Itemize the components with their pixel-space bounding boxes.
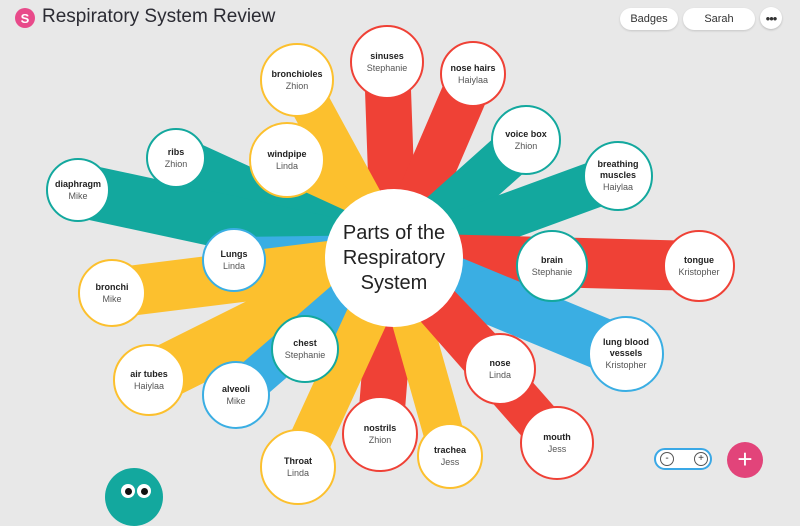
idea-author: Mike xyxy=(226,395,246,406)
idea-author: Haiylaa xyxy=(133,380,164,391)
badges-button[interactable]: Badges xyxy=(620,8,678,30)
idea-title: bronchioles xyxy=(271,68,323,79)
user-menu-button[interactable]: Sarah xyxy=(683,8,755,30)
mascot-left-eye xyxy=(121,484,135,498)
idea-author: Linda xyxy=(222,260,246,271)
more-options-icon[interactable]: ••• xyxy=(760,7,782,29)
central-topic-label: Parts of the Respiratory System xyxy=(342,221,446,294)
central-topic[interactable]: Parts of the Respiratory System xyxy=(325,189,463,327)
idea-author: Stephanie xyxy=(531,266,573,277)
idea-title: tongue xyxy=(684,254,714,265)
add-idea-button[interactable]: + xyxy=(727,442,763,478)
idea-author: Jess xyxy=(440,456,460,467)
idea-title: ribs xyxy=(167,146,185,157)
page-title: Respiratory System Review xyxy=(42,6,276,27)
idea-author: Haiylaa xyxy=(457,74,488,85)
idea-title: voice box xyxy=(505,128,547,139)
idea-title: breathing muscles xyxy=(597,159,639,180)
idea-author: Haiylaa xyxy=(602,182,633,192)
idea-title: mouth xyxy=(543,431,571,442)
idea-author: Jess xyxy=(547,443,567,454)
idea-title: windpipe xyxy=(267,148,307,159)
idea-title: diaphragm xyxy=(54,178,101,189)
idea-title: Lungs xyxy=(220,248,248,259)
idea-title: brain xyxy=(540,254,563,265)
idea-author: Zhion xyxy=(285,80,309,91)
app-logo[interactable]: S xyxy=(15,8,35,28)
mascot-icon xyxy=(105,468,163,526)
idea-author: Zhion xyxy=(164,158,188,169)
idea-title: trachea xyxy=(433,444,467,455)
idea-author: Stephanie xyxy=(366,62,408,73)
idea-author: Kristopher xyxy=(678,266,720,277)
idea-author: Mike xyxy=(68,190,88,201)
idea-title: chest xyxy=(293,337,317,348)
idea-author: Mike xyxy=(102,293,122,304)
top-bar: S Respiratory System Review Badges Sarah… xyxy=(0,0,800,36)
mascot-right-eye xyxy=(137,484,151,498)
idea-title: nose xyxy=(489,357,511,368)
idea-title: alveoli xyxy=(221,383,250,394)
idea-title: lung blood vessels xyxy=(603,337,649,358)
idea-author: Zhion xyxy=(514,140,538,151)
zoom-control: - + xyxy=(654,448,712,470)
idea-title: bronchi xyxy=(95,281,129,292)
idea-author: Linda xyxy=(488,369,512,380)
idea-author: Zhion xyxy=(368,434,392,445)
idea-title: sinuses xyxy=(370,50,404,61)
idea-author: Linda xyxy=(275,160,299,171)
zoom-in-button[interactable]: + xyxy=(694,452,708,466)
idea-title: nose hairs xyxy=(450,62,496,73)
idea-author: Stephanie xyxy=(284,349,326,360)
zoom-out-button[interactable]: - xyxy=(660,452,674,466)
idea-title: nostrils xyxy=(363,422,397,433)
idea-title: Throat xyxy=(284,455,312,466)
idea-author: Linda xyxy=(286,467,310,478)
idea-title: air tubes xyxy=(130,368,168,379)
idea-author: Kristopher xyxy=(605,360,647,370)
